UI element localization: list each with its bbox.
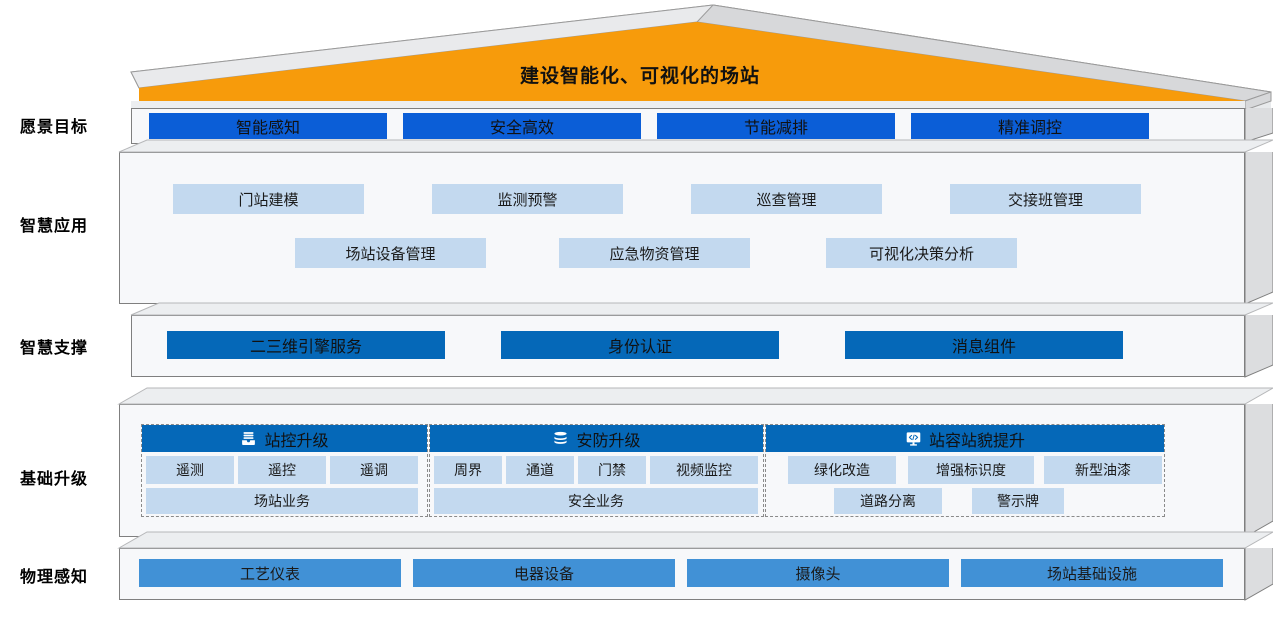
vision-item-2[interactable]: 节能减排 bbox=[657, 113, 895, 139]
application-item-5[interactable]: 应急物资管理 bbox=[559, 238, 750, 268]
code-monitor-icon bbox=[906, 432, 921, 446]
application-slab-3d bbox=[1244, 152, 1273, 305]
application-item-1[interactable]: 监测预警 bbox=[432, 184, 623, 214]
base-group-0-sub-1[interactable]: 遥控 bbox=[238, 456, 326, 484]
roof-shape bbox=[130, 4, 1272, 111]
base-slab-3d bbox=[1244, 404, 1273, 538]
base-group-1-sub-3[interactable]: 视频监控 bbox=[650, 456, 758, 484]
vision-item-1[interactable]: 安全高效 bbox=[403, 113, 641, 139]
physical-item-0[interactable]: 工艺仪表 bbox=[139, 559, 401, 587]
base-group-0-title: 站控升级 bbox=[264, 432, 329, 450]
base-group-2-title: 站容站貌提升 bbox=[928, 432, 1025, 450]
server-stack-icon bbox=[242, 432, 256, 445]
layer-label-support: 智慧支撑 bbox=[20, 340, 89, 357]
application-item-6[interactable]: 可视化决策分析 bbox=[826, 238, 1017, 268]
layer-label-application: 智慧应用 bbox=[20, 218, 89, 235]
support-item-0[interactable]: 二三维引擎服务 bbox=[167, 331, 445, 359]
physical-slab-3d bbox=[1244, 548, 1273, 601]
vision-item-3[interactable]: 精准调控 bbox=[911, 113, 1149, 139]
physical-item-3[interactable]: 场站基础设施 bbox=[961, 559, 1223, 587]
layer-slab-application: 门站建模 监测预警 巡查管理 交接班管理 场站设备管理 应急物资管理 可视化决策… bbox=[119, 152, 1273, 305]
base-group-2-sub-0[interactable]: 绿化改造 bbox=[788, 456, 896, 484]
base-group-0-header[interactable]: 站控升级 bbox=[142, 425, 427, 452]
base-group-2-wide-1[interactable]: 警示牌 bbox=[972, 488, 1064, 514]
base-group-1-sub-1[interactable]: 通道 bbox=[506, 456, 574, 484]
base-group-2: 站容站貌提升 绿化改造 增强标识度 新型油漆 道路分离 警示牌 bbox=[765, 424, 1165, 517]
base-group-1-header[interactable]: 安防升级 bbox=[430, 425, 763, 452]
support-item-2[interactable]: 消息组件 bbox=[845, 331, 1123, 359]
base-group-0-sub-0[interactable]: 遥测 bbox=[146, 456, 234, 484]
layer-label-base: 基础升级 bbox=[20, 471, 89, 488]
roof-banner: 建设智能化、可视化的场站 bbox=[0, 0, 1273, 112]
application-item-2[interactable]: 巡查管理 bbox=[691, 184, 882, 214]
base-group-2-sub-1[interactable]: 增强标识度 bbox=[908, 456, 1034, 484]
support-slab-3d bbox=[1244, 315, 1273, 378]
layer-slab-base: 站控升级 遥测 遥控 遥调 场站业务 安防升级 周界 通道 门禁 视频监控 安全… bbox=[119, 404, 1273, 538]
layer-slab-vision: 智能感知 安全高效 节能减排 精准调控 bbox=[131, 108, 1273, 144]
support-item-1[interactable]: 身份认证 bbox=[501, 331, 779, 359]
base-group-1-sub-0[interactable]: 周界 bbox=[434, 456, 502, 484]
base-group-1-title: 安防升级 bbox=[576, 432, 641, 450]
vision-item-0[interactable]: 智能感知 bbox=[149, 113, 387, 139]
physical-item-2[interactable]: 摄像头 bbox=[687, 559, 949, 587]
base-group-1-sub-2[interactable]: 门禁 bbox=[578, 456, 646, 484]
layer-label-vision: 愿景目标 bbox=[20, 119, 89, 136]
layers-stack-icon bbox=[554, 431, 568, 444]
base-group-1-wide-0[interactable]: 安全业务 bbox=[434, 488, 758, 514]
base-group-2-header[interactable]: 站容站貌提升 bbox=[766, 425, 1164, 452]
vision-slab-3d bbox=[1244, 108, 1273, 143]
roof-title: 建设智能化、可视化的场站 bbox=[519, 66, 760, 87]
base-group-0: 站控升级 遥测 遥控 遥调 场站业务 bbox=[141, 424, 428, 517]
base-group-2-sub-2[interactable]: 新型油漆 bbox=[1044, 456, 1162, 484]
base-group-0-sub-2[interactable]: 遥调 bbox=[330, 456, 418, 484]
layer-slab-support: 二三维引擎服务 身份认证 消息组件 bbox=[131, 315, 1273, 378]
base-group-2-wide-0[interactable]: 道路分离 bbox=[834, 488, 942, 514]
base-group-0-wide-0[interactable]: 场站业务 bbox=[146, 488, 418, 514]
application-item-0[interactable]: 门站建模 bbox=[173, 184, 364, 214]
layer-slab-physical: 工艺仪表 电器设备 摄像头 场站基础设施 bbox=[119, 548, 1273, 601]
application-item-4[interactable]: 场站设备管理 bbox=[295, 238, 486, 268]
layer-label-physical: 物理感知 bbox=[20, 569, 89, 586]
physical-item-1[interactable]: 电器设备 bbox=[413, 559, 675, 587]
base-group-1: 安防升级 周界 通道 门禁 视频监控 安全业务 bbox=[429, 424, 764, 517]
application-item-3[interactable]: 交接班管理 bbox=[950, 184, 1141, 214]
